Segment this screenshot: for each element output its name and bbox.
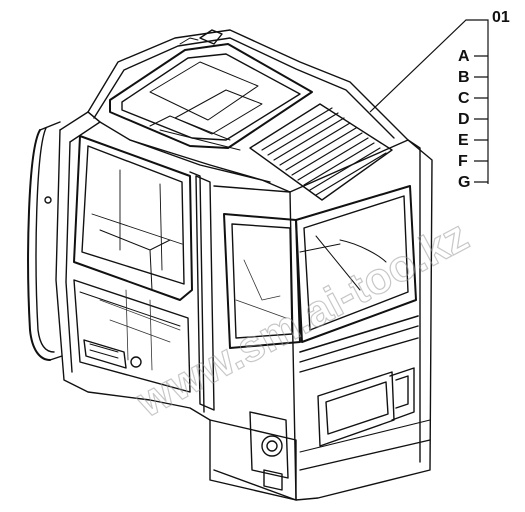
variant-label: A: [458, 48, 470, 65]
variant-label: D: [458, 111, 470, 128]
variant-labels: A B C D E F G: [458, 48, 470, 191]
cab-door: [55, 111, 215, 421]
door-latch: [83, 339, 142, 369]
variant-label: C: [458, 90, 470, 107]
variant-label: G: [458, 174, 470, 191]
variant-label: E: [458, 132, 469, 149]
callout: [369, 19, 489, 184]
variant-label: F: [458, 153, 468, 170]
interior-lines: [99, 259, 287, 371]
callout-part-number: 01: [492, 9, 510, 26]
roof-vents: [249, 103, 393, 201]
cab-roof: [87, 29, 409, 193]
cab-front: [213, 139, 433, 501]
cab-base: [209, 411, 297, 501]
grab-handle: [27, 121, 63, 361]
variant-label: B: [458, 69, 470, 86]
